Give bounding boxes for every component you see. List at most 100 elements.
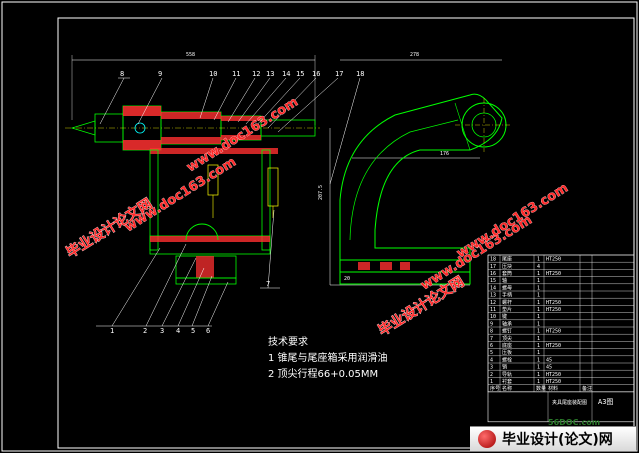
bom-header-cell: 数量: [536, 385, 546, 392]
bom-row-index: 13: [490, 293, 496, 299]
bom-row-material: HT250: [546, 329, 561, 335]
bom-row-index: 6: [490, 343, 493, 349]
bom-header-cell: 材料: [548, 385, 558, 392]
right-side-view: 278 176 207.5 20: [318, 52, 512, 286]
part-number-4: 4: [176, 327, 180, 335]
bom-row-qty: 1: [537, 336, 540, 342]
bom-row-material: 45: [546, 365, 552, 371]
part-number-14: 14: [282, 70, 290, 78]
part-number-17: 17: [335, 70, 343, 78]
watermark-url-2: www.doc163.com: [184, 95, 301, 176]
bom-row-material: HT250: [546, 257, 561, 263]
bom-row-index: 9: [490, 321, 493, 327]
part-number-10: 10: [209, 70, 217, 78]
bom-row-name: 套筒: [502, 270, 512, 277]
bom-header-cell: 备注: [582, 385, 592, 392]
bom-row-index: 3: [490, 365, 493, 371]
bom-row-qty: 1: [537, 357, 540, 363]
bom-row-qty: 1: [537, 314, 540, 320]
bom-row-index: 12: [490, 300, 496, 306]
part-number-15: 15: [296, 70, 304, 78]
bom-row-index: 15: [490, 278, 496, 284]
bom-row-name: 导轨: [502, 371, 512, 378]
bom-row-material: HT250: [546, 307, 561, 313]
bom-row-material: HT250: [546, 271, 561, 277]
part-number-16: 16: [312, 70, 320, 78]
bom-row-qty: 1: [537, 365, 540, 371]
part-number-2: 2: [143, 327, 147, 335]
dim-top-right: 278: [410, 52, 419, 58]
bom-row-name: 键: [502, 313, 507, 320]
part-number-11: 11: [232, 70, 240, 78]
part-labels-top: 8 9 10 11 12 13 14 15 16 17 18: [99, 70, 364, 185]
part-number-12: 12: [252, 70, 260, 78]
technical-requirements: 技术要求 1 锥尾与尾座箱采用润滑油 2 顶尖行程66+0.05MM: [268, 335, 388, 380]
bom-row-index: 8: [490, 329, 493, 335]
bom-row-qty: 1: [537, 343, 540, 349]
bom-row-name: 顶尖: [502, 335, 512, 342]
dim-inner-width: 176: [440, 151, 449, 157]
bom-row-qty: 1: [537, 379, 540, 385]
bom-row-index: 18: [490, 257, 496, 263]
site-banner[interactable]: 毕业设计(论文)网 56DOC.com: [470, 418, 636, 451]
bom-row-name: 螺钉: [502, 328, 512, 335]
watermark-url-1: www.doc163.com: [122, 155, 239, 236]
bom-row-qty: 1: [537, 271, 540, 277]
bom-row-index: 5: [490, 350, 493, 356]
tech-requirement-1: 1 锥尾与尾座箱采用润滑油: [268, 351, 388, 364]
drawing-border-inner: [57, 17, 635, 449]
bom-row-index: 10: [490, 314, 496, 320]
bom-row-qty: 4: [537, 264, 540, 270]
bom-row-index: 11: [490, 307, 496, 313]
banner-site: 56DOC.com: [548, 418, 601, 427]
tech-requirement-2: 2 顶尖行程66+0.05MM: [268, 367, 378, 380]
title-block-name: 夹具尾座装配图: [552, 399, 587, 406]
bom-row-material: HT250: [546, 343, 561, 349]
bom-row-material: HT250: [546, 379, 561, 385]
bom-row-index: 17: [490, 264, 496, 270]
part-number-6: 6: [206, 327, 210, 335]
bom-row-name: 螺栓: [502, 356, 512, 363]
bom-row-qty: 1: [537, 350, 540, 356]
bom-row-index: 7: [490, 336, 493, 342]
banner-text: 毕业设计(论文)网: [502, 432, 613, 448]
bom-row-material: HT250: [546, 372, 561, 378]
bom-row-name: 销: [502, 364, 507, 371]
bom-header-cell: 名称: [502, 385, 512, 392]
bom-row-qty: 1: [537, 321, 540, 327]
part-number-9: 9: [158, 70, 162, 78]
bom-row-qty: 1: [537, 278, 540, 284]
bom-row-qty: 1: [537, 285, 540, 291]
left-assembly-view: 558 8 9 10: [65, 52, 364, 335]
part-number-5: 5: [191, 327, 195, 335]
bom-row-name: 尾座: [502, 256, 512, 263]
bom-row-index: 2: [490, 372, 493, 378]
bom-row-qty: 1: [537, 372, 540, 378]
bom-row-name: 轴承: [502, 320, 512, 327]
dim-overall-length: 558: [186, 52, 195, 58]
dim-vertical: 207.5: [318, 185, 324, 200]
bom-row-index: 14: [490, 285, 496, 291]
watermark-url-4: www.doc163.com: [454, 181, 571, 262]
part-labels-bottom: 1 2 3 4 5 6 7: [96, 209, 280, 335]
bom-row-qty: 1: [537, 257, 540, 263]
bom-row-name: 衬套: [502, 378, 512, 385]
bom-header-cell: 序号: [490, 385, 500, 392]
bom-row-name: 压块: [502, 263, 512, 270]
bom-row-name: 螺杆: [502, 299, 512, 306]
bom-row-qty: 1: [537, 293, 540, 299]
bom-row-name: 手柄: [502, 292, 512, 299]
bom-row-qty: 1: [537, 307, 540, 313]
bom-row-name: 螺母: [502, 284, 512, 291]
bom-row-name: 垫片: [502, 306, 512, 313]
part-number-1: 1: [110, 327, 114, 335]
part-number-8: 8: [120, 70, 124, 78]
bom-row-qty: 1: [537, 329, 540, 335]
tech-requirements-title: 技术要求: [268, 335, 308, 348]
bom-row-material: HT250: [546, 300, 561, 306]
dim-side-small: 20: [344, 276, 350, 282]
bom-row-index: 4: [490, 357, 493, 363]
